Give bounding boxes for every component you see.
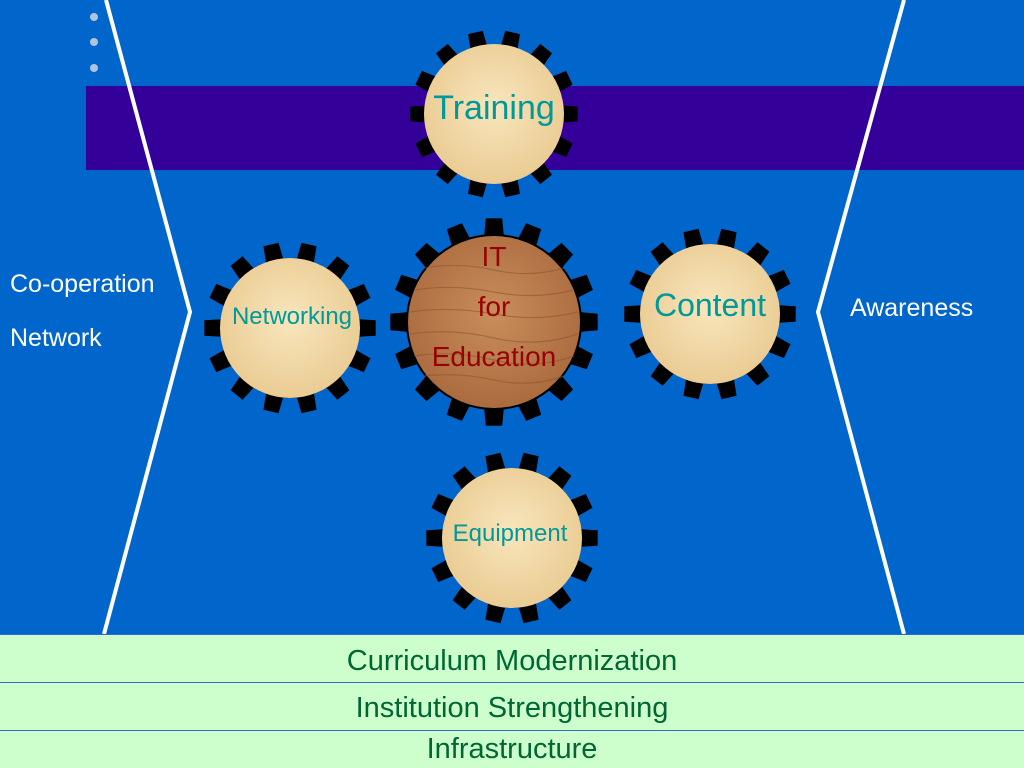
gear-center <box>390 218 598 426</box>
gear-center-face <box>408 236 580 408</box>
gear-training-face <box>424 44 564 184</box>
gear-label-content: Content <box>654 287 766 323</box>
gear-label-networking: Networking <box>232 303 352 330</box>
right-boundary-line <box>815 0 906 635</box>
gear-equipment <box>426 452 598 624</box>
bullet-dot <box>90 38 98 46</box>
gear-content-face <box>640 244 780 384</box>
bar-curriculum-modernization: Curriculum Modernization <box>0 634 1024 682</box>
gear-label-training: Training <box>433 89 555 127</box>
center-label-line-3: Education <box>432 341 557 372</box>
gear-label-equipment: Equipment <box>453 520 568 547</box>
gear-training <box>410 30 578 198</box>
bar-infrastructure: Infrastructure <box>0 730 1024 768</box>
right-label-awareness: Awareness <box>850 294 974 322</box>
bullet-dot <box>90 64 98 72</box>
gear-networking <box>204 242 376 414</box>
center-label-line-1: IT <box>482 241 507 272</box>
left-boundary-line <box>102 0 193 635</box>
left-label-network: Network <box>10 324 102 352</box>
gear-equipment-face <box>442 468 582 608</box>
bullet-dot <box>90 13 98 21</box>
center-label-line-2: for <box>478 291 511 322</box>
gear-content <box>624 228 796 400</box>
left-label-cooperation: Co-operation <box>10 270 155 298</box>
wood-grain <box>409 264 579 384</box>
gear-networking-face <box>220 258 360 398</box>
bar-institution-strengthening: Institution Strengthening <box>0 682 1024 730</box>
